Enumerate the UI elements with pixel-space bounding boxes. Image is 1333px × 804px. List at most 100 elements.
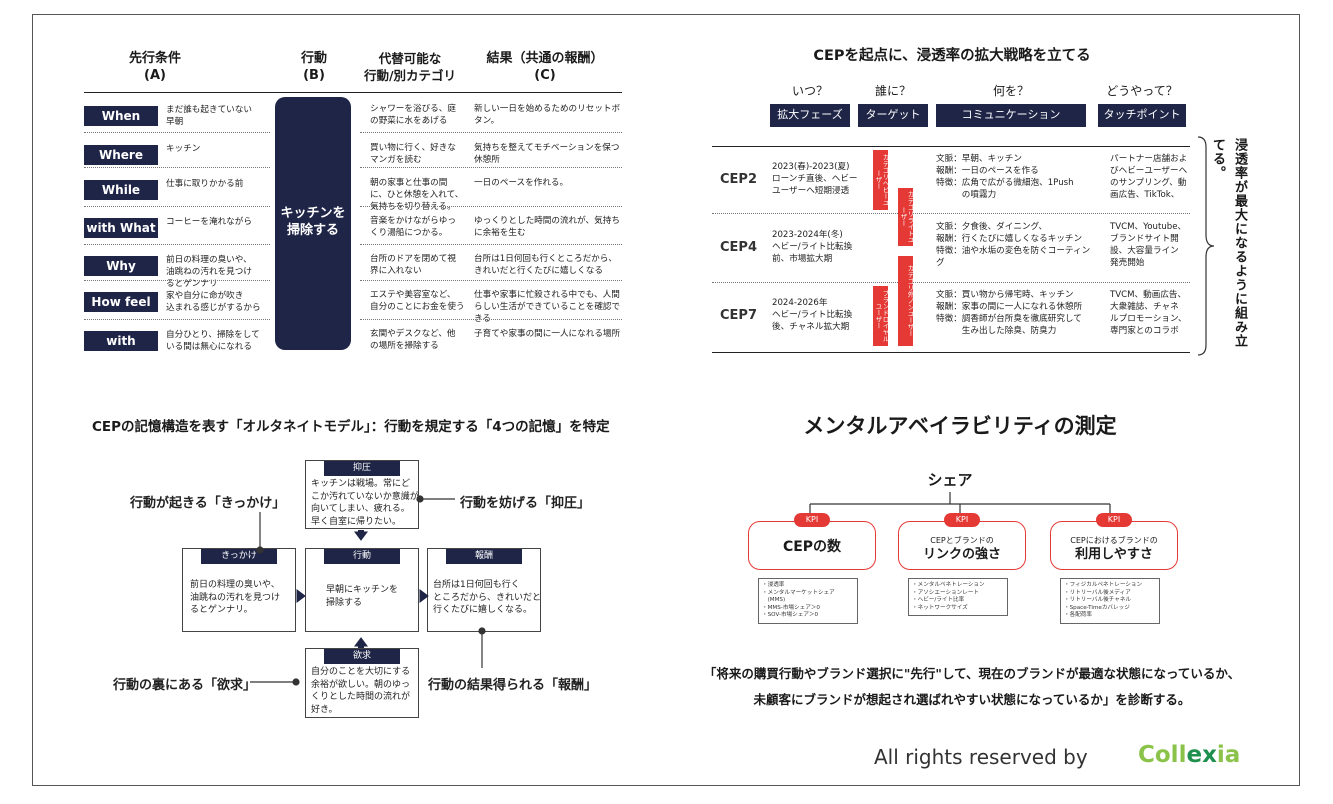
row-divider <box>84 319 270 320</box>
brand-part-1: Coll <box>1138 742 1187 768</box>
col-comm: コミュニケーション <box>936 104 1086 127</box>
box-suppress-header: 抑圧 <box>324 461 400 476</box>
kpi-metric: ・浸透率 <box>762 582 785 588</box>
measure-title: メンタルアベイラビリティの測定 <box>803 414 1117 438</box>
kpi-main: リンクの強さ <box>922 547 1001 562</box>
kpi-metric: ・リトリーバル後チャネル <box>1064 597 1132 603</box>
dot-desire <box>292 678 300 686</box>
header-rule <box>84 92 622 93</box>
side-brace <box>1197 136 1215 356</box>
action-pill <box>275 97 351 350</box>
kpi-tag: KPI <box>794 513 830 527</box>
slide-frame <box>32 14 1300 786</box>
arrow-action-reward <box>419 589 429 603</box>
box-desire: 欲求 自分のことを大切にする 余裕が欲しい。朝のゆっ くりとした時間の流れが 好… <box>305 648 419 718</box>
kpi-sub: CEPにおけるブランドの <box>1070 536 1158 545</box>
box-trigger-text: 前日の料理の臭いや、 油跳ねの汚れを見つけ るとゲンナリ。 <box>190 580 281 615</box>
kpi-metrics: ・メンタルペネトレーション・アソシエーションレート・ヘビー/ライト比率・ネットワ… <box>908 578 1008 616</box>
question-how: どうやって？ <box>1106 84 1178 98</box>
q2-rule-bottom <box>712 352 1190 353</box>
kpi-tag: KPI <box>1096 513 1132 527</box>
q2-rule-top <box>712 146 1190 147</box>
row-divider <box>360 167 622 168</box>
brand-part-2: e <box>1186 742 1203 768</box>
cell-a: 自分ひとり、掃除をして いる間は無心になれる <box>166 330 260 352</box>
chip-how-feel: How feel <box>84 292 158 312</box>
strategy-title: CEPを起点に、浸透率の拡大戦略を立てる <box>813 48 1091 64</box>
chip-with-whom: with Whom <box>84 331 158 368</box>
cell-a: キッチン <box>166 144 201 154</box>
cell-c: 子育てや家事の間に一人になれる場所 <box>474 329 621 339</box>
target-cep2: カテゴリヘビーユーザー <box>873 150 889 210</box>
box-desire-header: 欲求 <box>324 649 400 664</box>
question-who: 誰に？ <box>874 84 911 98</box>
chip-when: When <box>84 106 158 126</box>
model-title: CEPの記憶構造を表す「オルタネイトモデル」：行動を規定する「4つの記憶」を特定 <box>92 419 610 435</box>
col-phase: 拡大フェーズ <box>770 104 850 127</box>
cell-a: 家や自分に命が吹き 込まれる感じがするから <box>166 291 261 313</box>
chip-with-what: with What <box>84 218 158 238</box>
cep-label: CEP2 <box>720 172 757 187</box>
chip-while: While <box>84 180 158 200</box>
kpi-metric: ・メンタルペネトレーション <box>912 582 985 588</box>
cell-alt: 買い物に行く、好きな マンガを読む <box>370 143 456 165</box>
kpi-main: CEPの数 <box>782 539 842 555</box>
cep-touch: TVCM、Youtube、 ブランドサイト開 設、大容量ライン 発売開始 <box>1110 222 1187 268</box>
side-note: 浸透率が最大になるように組み立てる。 <box>1210 138 1247 348</box>
cep-phase: 2024-2026年 ヘビー/ライト比転換 後、チャネル拡大期 <box>772 298 853 332</box>
cell-a: まだ誰も起きていない 早朝 <box>166 105 252 127</box>
kpi-card: KPI CEPの数 <box>748 513 876 570</box>
cell-alt: 台所のドアを閉めて視 界に入れない <box>370 254 456 276</box>
callout-desire: 行動の裏にある「欲求」 <box>113 678 257 693</box>
callout-suppress: 行動を妨げる「抑圧」 <box>460 496 591 511</box>
kpi-metric: ・メンタルマーケットシェア <box>762 589 835 596</box>
row-divider <box>84 280 270 281</box>
header-b: 行動 (B) <box>300 51 327 83</box>
kpi-metrics: ・フィジカルペネトレーション・リトリーバル後メディア・リトリーバル後チャネル・S… <box>1060 578 1160 624</box>
cell-alt: 玄関やデスクなど、他 の場所を掃除する <box>370 329 456 351</box>
kpi-metric: ・MMS-市場シェア＞0 <box>762 604 820 611</box>
arrow-desire-action <box>354 637 368 647</box>
kpi-metric: ・リトリーバル後メディア <box>1064 589 1131 596</box>
box-suppress: 抑圧 キッチンは戦場。常にど こか汚れていないか意識が 向いてしまい、疲れる。 … <box>305 460 419 529</box>
action-label: キッチンを 掃除する <box>280 206 346 238</box>
cep-comm: 文脈：買い物から帰宅時、キッチン 報酬：家事の間に一人になれる休憩所 特徴：調香… <box>936 290 1083 336</box>
cep-touch: パートナー店舗およ びヘビーユーザーへ のサンプリング、動 画広告、TikTok… <box>1110 154 1188 200</box>
target-cep7-loyal: ブランドロイヤルユーザー <box>873 286 889 346</box>
measure-statement: 「将来の購買行動やブランド選択に"先行"して、現在のブランドが最適な状態になって… <box>703 666 1241 707</box>
dot-suppress <box>416 495 424 503</box>
cell-alt: シャワーを浴びる、庭 の野菜に水をあげる <box>370 104 456 126</box>
row-divider <box>84 206 270 207</box>
row-divider <box>360 319 622 320</box>
row-divider <box>360 132 622 133</box>
box-desire-text: 自分のことを大切にする 余裕が欲しい。朝のゆっ くりとした時間の流れが 好き。 <box>311 667 411 715</box>
chip-why: Why <box>84 256 158 276</box>
kpi-metric: ・Space-Timeカバレッジ <box>1064 604 1130 611</box>
cell-c: 気持ちを整えてモチベーションを保つ 休憩所 <box>474 143 620 165</box>
question-what: 何を？ <box>992 84 1029 98</box>
box-suppress-text: キッチンは戦場。常にど こか汚れていないか意識が 向いてしまい、疲れる。 早く自… <box>311 479 419 527</box>
cell-c: ゆっくりとした時間の流れが、気持ち に余裕を生む <box>474 216 620 238</box>
kpi-metric: ・SOV-市場シェア＞0 <box>762 612 819 618</box>
header-a: 先行条件 (A) <box>128 51 181 83</box>
q2-rule-1 <box>712 213 1190 214</box>
kpi-metric: ・各配荷率 <box>1064 612 1092 618</box>
box-action-text: 早朝にキッチンを 掃除する <box>326 585 399 608</box>
header-c: 結果（共通の報酬） (C) <box>486 51 604 83</box>
callout-reward: 行動の結果得られる「報酬」 <box>428 678 598 693</box>
brand-part-3: x <box>1202 742 1217 768</box>
kpi-metric: (MMS) <box>762 597 786 603</box>
col-target: ターゲット <box>858 104 928 127</box>
row-divider <box>84 244 270 245</box>
kpi-metric: ・ネットワークサイズ <box>912 604 968 611</box>
cell-a: コーヒーを淹れながら <box>166 217 252 227</box>
kpi-sub: CEPとブランドの <box>930 536 994 545</box>
brand-part-4: ia <box>1216 742 1241 768</box>
kpi-metric: ・フィジカルペネトレーション <box>1064 582 1143 588</box>
box-reward-header: 報酬 <box>446 549 522 564</box>
row-divider <box>360 280 622 281</box>
cell-alt: エステや美容室など、 自分のことにお金を使う <box>370 290 465 312</box>
root-share: シェア <box>927 471 973 489</box>
cell-c: 一日のペースを作れる。 <box>474 178 569 188</box>
